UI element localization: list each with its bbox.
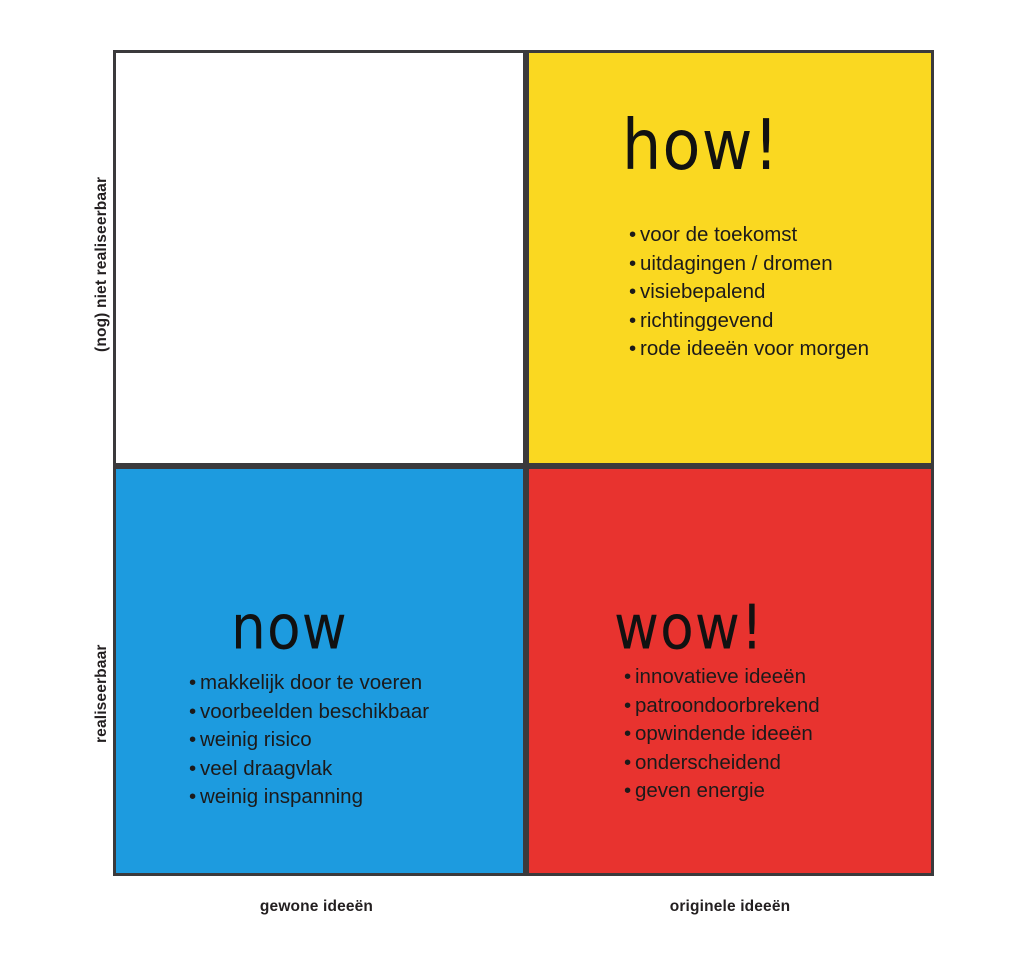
quadrant-bottom-left[interactable]: now •makkelijk door te voeren•voorbeelde… [116, 469, 523, 873]
bullet-item: •visiebepalend [629, 278, 869, 307]
bullet-item: •patroondoorbrekend [624, 692, 820, 721]
bullet-label: weinig risico [200, 728, 312, 751]
bullet-marker-icon: • [189, 671, 197, 694]
bullet-item: •rode ideeën voor morgen [629, 335, 869, 364]
bullet-label: richtinggevend [640, 308, 774, 332]
bullet-label: visiebepalend [640, 280, 766, 303]
bullet-marker-icon: • [189, 756, 197, 780]
divider-horizontal [116, 463, 931, 469]
bullet-marker-icon: • [189, 728, 197, 751]
quadrant-bullets-how: •voor de toekomst•uitdagingen / dromen•v… [629, 221, 869, 364]
bullet-marker-icon: • [624, 779, 632, 802]
bullet-marker-icon: • [189, 785, 197, 808]
bullet-marker-icon: • [629, 337, 637, 360]
axis-label-x-left: gewone ideeën [259, 898, 374, 915]
bullet-label: weinig inspanning [200, 785, 363, 808]
bullet-marker-icon: • [629, 251, 637, 275]
bullet-label: veel draagvlak [200, 756, 333, 780]
bullet-label: innovatieve ideeën [635, 665, 806, 688]
bullet-item: •makkelijk door te voeren [189, 669, 429, 698]
bullet-item: •weinig risico [189, 726, 429, 755]
bullet-marker-icon: • [629, 280, 637, 303]
bullet-marker-icon: • [629, 308, 637, 332]
bullet-item: •uitdagingen / dromen [629, 250, 869, 279]
bullet-marker-icon: • [624, 722, 632, 745]
quadrant-bullets-wow: •innovatieve ideeën•patroondoorbrekend•o… [624, 663, 820, 806]
bullet-label: voorbeelden beschikbaar [200, 699, 430, 723]
bullet-item: •weinig inspanning [189, 783, 429, 812]
bullet-item: •geven energie [624, 777, 820, 806]
bullet-item: •veel draagvlak [189, 755, 429, 784]
bullet-marker-icon: • [624, 750, 632, 774]
bullet-label: opwindende ideeën [635, 722, 813, 745]
matrix-frame: how! •voor de toekomst•uitdagingen / dro… [113, 50, 934, 876]
quadrant-title-now: now [231, 591, 348, 664]
bullet-label: makkelijk door te voeren [200, 671, 423, 694]
bullet-item: •onderscheidend [624, 749, 820, 778]
bullet-label: geven energie [635, 779, 765, 802]
bullet-item: •opwindende ideeën [624, 720, 820, 749]
bullet-label: patroondoorbrekend [635, 693, 820, 717]
bullet-marker-icon: • [624, 693, 632, 717]
bullet-marker-icon: • [629, 223, 637, 246]
bullet-marker-icon: • [189, 699, 197, 723]
quadrant-top-left[interactable] [116, 53, 523, 463]
bullet-item: •richtinggevend [629, 307, 869, 336]
bullet-item: •voor de toekomst [629, 221, 869, 250]
quadrant-top-right[interactable]: how! •voor de toekomst•uitdagingen / dro… [529, 53, 931, 463]
bullet-label: rode ideeën voor morgen [640, 337, 870, 360]
bullet-marker-icon: • [624, 665, 632, 688]
bullet-label: uitdagingen / dromen [640, 251, 833, 275]
bullet-label: onderscheidend [635, 750, 781, 774]
axis-label-x-right: originele ideeën [669, 898, 791, 915]
quadrant-title-wow: wow! [614, 591, 765, 664]
axis-label-y-top: (nog) niet realiseerbaar [93, 176, 110, 352]
axis-label-y-bottom: realiseerbaar [93, 644, 110, 743]
quadrant-title-how: how! [622, 104, 780, 187]
bullet-label: voor de toekomst [640, 223, 798, 246]
bullet-item: •voorbeelden beschikbaar [189, 698, 429, 727]
quadrant-bullets-now: •makkelijk door te voeren•voorbeelden be… [189, 669, 429, 812]
bullet-item: •innovatieve ideeën [624, 663, 820, 692]
quadrant-bottom-right[interactable]: wow! •innovatieve ideeën•patroondoorbrek… [529, 469, 931, 873]
